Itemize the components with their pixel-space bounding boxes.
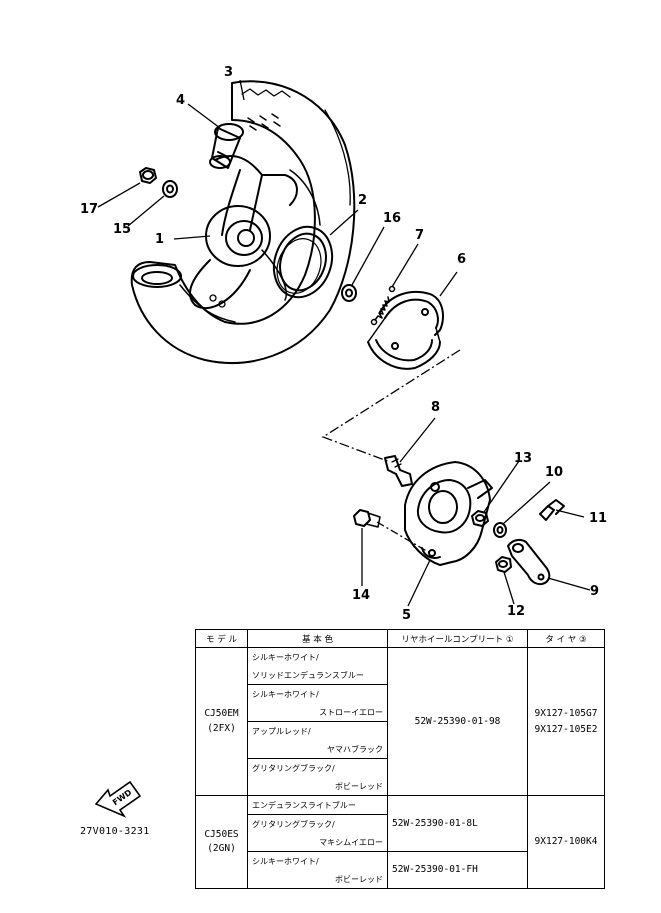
callout-10: 10	[545, 465, 564, 480]
tire-code: 9X127-105E2	[534, 723, 598, 735]
callout-17: 17	[80, 202, 99, 217]
table-row: ボビーレッド	[196, 870, 605, 889]
color-cell: グリタリングブラック/	[247, 758, 388, 777]
callout-16: 16	[383, 211, 402, 226]
color-cell: アップルレッド/	[247, 721, 388, 740]
model-code: CJ50ES	[204, 828, 239, 840]
model-cell-cj50em: CJ50EM (2FX)	[195, 647, 248, 796]
tire-cell: 9X127-100K4	[527, 795, 605, 889]
tire-code: 9X127-105G7	[534, 708, 598, 720]
cam-lever-part-9	[507, 538, 551, 586]
color-cell: シルキーホワイト/	[247, 851, 388, 870]
valve-part-4	[209, 123, 244, 169]
brake-plate-part-5	[404, 461, 493, 566]
color-cell: シルキーホワイト/	[247, 684, 388, 703]
color-cell: シルキーホワイト/	[247, 647, 388, 666]
table-header-row: モ デ ル 基 本 色 リヤホイールコンプリート ① タ イ ヤ ③	[195, 629, 605, 648]
washer-part-15	[162, 180, 178, 198]
washer-part-16	[341, 284, 357, 302]
color-cell: ヤマハブラック	[247, 740, 388, 759]
model-type: (2FX)	[207, 722, 236, 734]
table-row: シルキーホワイト/ 52W-25390-01-FH	[196, 851, 605, 889]
washer-part-10	[493, 522, 507, 538]
header-model: モ デ ル	[195, 629, 248, 648]
callout-8: 8	[431, 400, 441, 415]
color-cell: ボビーレッド	[247, 870, 388, 889]
callout-6: 6	[457, 252, 467, 267]
table-row: グリタリングブラック/	[196, 814, 605, 833]
callout-4: 4	[176, 93, 186, 108]
brake-ring-part-2	[272, 225, 334, 299]
color-cell: エンデュランスライトブルー	[247, 795, 388, 815]
model-cell-cj50es: CJ50ES (2GN)	[195, 795, 248, 889]
model-type: (2GN)	[207, 843, 236, 854]
part-number-cell: 52W-25390-01-8L	[387, 795, 528, 852]
brake-shoe-part-6	[367, 290, 444, 370]
nut-part-12	[495, 556, 512, 573]
header-part: リヤホイールコンプリート ①	[387, 629, 528, 648]
tire-part-3	[130, 80, 356, 364]
model-spec-table: モ デ ル 基 本 色 リヤホイールコンプリート ① タ イ ヤ ③ CJ50E…	[195, 629, 605, 889]
color-cell: ソリッドエンデュランスブルー	[247, 666, 388, 685]
model-code: CJ50EM	[204, 708, 239, 720]
callout-9: 9	[590, 584, 600, 599]
part-number-cell: 52W-25390-01-FH	[387, 851, 528, 889]
callout-15: 15	[113, 222, 132, 237]
spring-part-7	[370, 285, 396, 326]
table-row: アップルレッド/	[196, 721, 605, 740]
color-cell: ボビーレッド	[247, 777, 388, 796]
callout-11: 11	[589, 511, 608, 526]
color-cell: マキシムイエロー	[247, 833, 388, 852]
fwd-arrow-icon: FWD	[94, 780, 142, 818]
part-number-cell: 52W-25390-01-98	[387, 647, 528, 796]
bolt-part-11	[539, 499, 565, 521]
camshaft-part-8	[384, 455, 413, 487]
wheel-hub-part-1	[179, 155, 321, 323]
callout-5: 5	[402, 608, 412, 623]
nut-part-17	[139, 167, 157, 184]
callout-3: 3	[224, 65, 234, 80]
tire-cell: 9X127-105G7 9X127-105E2	[527, 647, 605, 796]
callout-13: 13	[514, 451, 533, 466]
callout-14: 14	[352, 588, 371, 603]
header-tire: タ イ ヤ ③	[527, 629, 605, 648]
color-cell: グリタリングブラック/	[247, 814, 388, 833]
table-row: グリタリングブラック/	[196, 758, 605, 777]
table-row: シルキーホワイト/	[196, 684, 605, 703]
callout-2: 2	[358, 193, 368, 208]
callout-7: 7	[415, 228, 425, 243]
nut-part-13	[471, 510, 489, 527]
bolt-part-14	[353, 509, 381, 528]
callout-1: 1	[155, 232, 165, 247]
table-row: CJ50EM (2FX) シルキーホワイト/ 52W-25390-01-98 9…	[195, 647, 605, 796]
drawing-code: 27V010-3231	[80, 826, 150, 837]
callout-12: 12	[507, 604, 526, 619]
leader-lines	[97, 79, 591, 607]
header-color: 基 本 色	[247, 629, 388, 648]
color-cell: ストローイエロー	[247, 703, 388, 722]
table-row: CJ50ES (2GN) エンデュランスライトブルー 52W-25390-01-…	[195, 795, 605, 889]
